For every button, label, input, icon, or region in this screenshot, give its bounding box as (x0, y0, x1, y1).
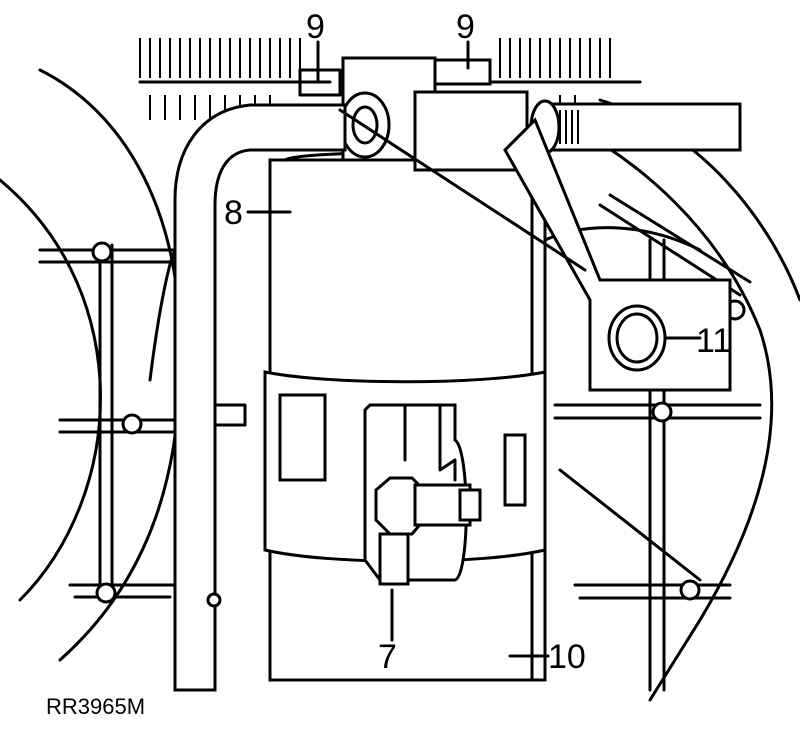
leader-lines (246, 40, 702, 658)
callout-11: 11 (696, 322, 731, 360)
figure-reference-code: RR3965M (46, 694, 145, 719)
inlet-pipe (173, 103, 347, 692)
callout-9-right: 9 (456, 8, 475, 46)
callout-8: 8 (224, 194, 243, 232)
fan-guard-right (543, 98, 800, 702)
callout-9-left: 9 (306, 8, 325, 46)
clamp-bolt (374, 476, 482, 586)
callout-7: 7 (378, 638, 397, 676)
fan-guard-left (0, 68, 247, 662)
drier-head-block (298, 56, 529, 172)
callout-10: 10 (548, 638, 586, 676)
outlet-pipe (529, 99, 742, 155)
